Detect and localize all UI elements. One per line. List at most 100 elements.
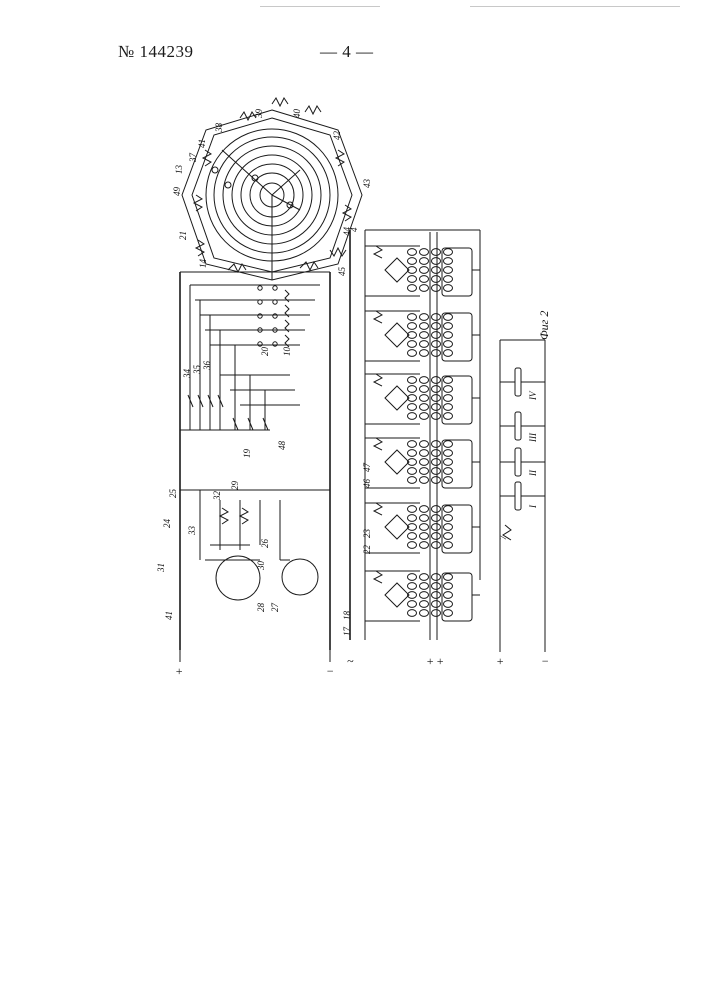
coil-turn	[432, 477, 441, 484]
coil-turn	[432, 267, 441, 274]
coil-turn	[420, 601, 429, 608]
coil-turn	[444, 441, 453, 448]
coil-turn	[408, 341, 417, 348]
coil-turn	[420, 506, 429, 513]
label-45: 45	[337, 267, 347, 277]
coil-turn	[432, 332, 441, 339]
coil-turn	[432, 258, 441, 265]
coil-turn	[408, 314, 417, 321]
coil-turn	[444, 258, 453, 265]
terminal-minus-right: −	[541, 654, 549, 668]
coil-turn	[444, 450, 453, 457]
coil-turn	[420, 583, 429, 590]
coil-turn	[432, 524, 441, 531]
coil-turn	[420, 413, 429, 420]
label-46: 46	[362, 479, 372, 489]
label-14: 14	[198, 259, 208, 269]
resistor	[374, 374, 382, 386]
coil-turn	[432, 583, 441, 590]
label-21: 21	[178, 231, 188, 240]
coil-turn	[432, 314, 441, 321]
label-39: 39	[254, 109, 264, 120]
coil-turn	[432, 506, 441, 513]
coil-turn	[408, 285, 417, 292]
coil-turn	[432, 610, 441, 617]
coil-turn	[420, 386, 429, 393]
coil-array	[350, 230, 480, 640]
terminal-minus-left: −	[326, 664, 334, 678]
label-40: 40	[292, 109, 302, 119]
label-34: 34	[182, 369, 192, 380]
battery-IV: IV	[528, 390, 538, 401]
rectifier-bridge	[385, 323, 409, 347]
coil-turn	[432, 574, 441, 581]
label-25: 25	[168, 489, 178, 499]
coil-turn	[420, 314, 429, 321]
coil-turn	[408, 276, 417, 283]
label-49: 49	[172, 187, 182, 197]
label-37: 37	[188, 153, 198, 164]
terminal-plus-a: +	[426, 654, 434, 668]
coil-turn	[444, 314, 453, 321]
coil-turn	[408, 574, 417, 581]
coil-rows	[365, 246, 480, 621]
coil-turn	[420, 524, 429, 531]
battery-bank	[500, 340, 545, 640]
coil-turn	[408, 249, 417, 256]
coil-turn	[432, 542, 441, 549]
label-36: 36	[202, 361, 212, 372]
coil-turn	[444, 506, 453, 513]
coil-turn	[408, 583, 417, 590]
coil-turn	[432, 533, 441, 540]
label-41: 41	[164, 611, 174, 620]
coil-turn	[444, 459, 453, 466]
coil-turn	[408, 386, 417, 393]
coil-turn	[444, 515, 453, 522]
coil-turn	[432, 386, 441, 393]
coil-turn	[444, 285, 453, 292]
label-22: 22	[362, 545, 372, 555]
terminal-plus-right: +	[496, 654, 504, 668]
coil-turn	[408, 350, 417, 357]
coil-turn	[444, 395, 453, 402]
rectifier-bridge	[385, 386, 409, 410]
coil-turn	[432, 341, 441, 348]
motor-1	[216, 556, 260, 600]
coil-turn	[432, 450, 441, 457]
battery-III: III	[528, 432, 538, 443]
coil-turn	[444, 413, 453, 420]
label-42: 42	[332, 131, 342, 141]
label-47: 47	[362, 463, 372, 473]
coil-turn	[444, 524, 453, 531]
coil-turn	[444, 542, 453, 549]
coil-turn	[432, 395, 441, 402]
coil-turn	[420, 249, 429, 256]
coil-turn	[420, 276, 429, 283]
coil-turn	[420, 477, 429, 484]
label-38: 38	[214, 123, 224, 134]
rectifier-bridge	[385, 583, 409, 607]
resistor	[374, 571, 382, 583]
battery-II: II	[528, 469, 538, 477]
coil-turn	[420, 533, 429, 540]
resistor	[374, 311, 382, 323]
resistor	[374, 246, 382, 258]
coil-turn	[444, 267, 453, 274]
coil-turn	[444, 574, 453, 581]
label-28: 28	[256, 603, 266, 613]
coil-turn	[432, 377, 441, 384]
label-43: 43	[362, 179, 372, 189]
coil-turn	[408, 610, 417, 617]
coil-turn	[420, 574, 429, 581]
coil-turn	[420, 258, 429, 265]
label-30: 30	[256, 561, 266, 572]
label-31: 31	[156, 563, 166, 573]
terminal-plus-left: +	[175, 664, 183, 678]
label-18: 18	[342, 611, 352, 621]
coil-turn	[420, 341, 429, 348]
coil-turn	[408, 404, 417, 411]
coil-turn	[444, 533, 453, 540]
coil-turn	[420, 332, 429, 339]
coil-turn	[420, 515, 429, 522]
label-20: 20	[260, 347, 270, 357]
